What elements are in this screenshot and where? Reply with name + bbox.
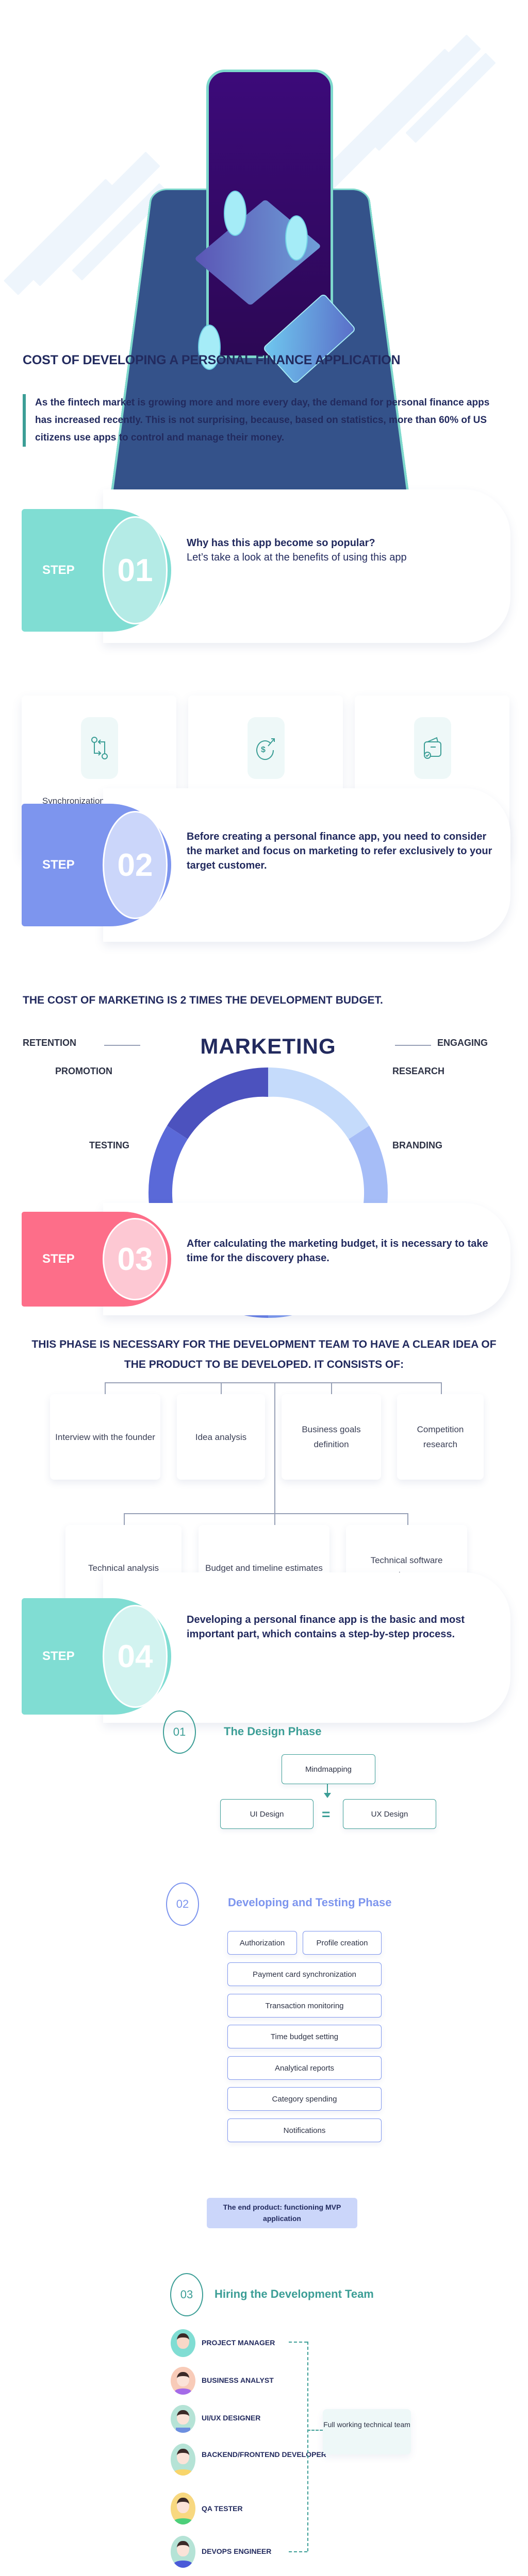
phase-title: Hiring the Development Team <box>214 2287 374 2300</box>
avatar-developer <box>171 2444 195 2476</box>
step-description: Let’s take a look at the benefits of usi… <box>187 552 407 563</box>
phase-number: 03 <box>170 2273 203 2316</box>
dev-item: Profile creation <box>303 1931 382 1955</box>
step-heading: Why has this app become so popular? <box>187 537 375 549</box>
coin-icon <box>285 215 308 261</box>
dev-item: Notifications <box>227 2119 382 2142</box>
arrow-right-icon <box>395 1045 431 1046</box>
discovery-item: Competition research <box>397 1394 484 1480</box>
discovery-item: Idea analysis <box>177 1394 265 1480</box>
role-label: BACKEND/FRONTEND DEVELOPER <box>202 2450 326 2459</box>
phase-title: Developing and Testing Phase <box>228 1896 392 1909</box>
label-branding: BRANDING <box>392 1140 442 1150</box>
step-description: After calculating the marketing budget, … <box>187 1238 488 1264</box>
phase-number: 02 <box>166 1883 199 1926</box>
step-number: 02 <box>103 811 168 919</box>
step-label: STEP <box>42 858 75 872</box>
marketing-center-label: MARKETING <box>200 1034 336 1058</box>
role-label: UI/UX DESIGNER <box>202 2414 261 2422</box>
dev-item: Category spending <box>227 2087 382 2111</box>
dev-item: Analytical reports <box>227 2056 382 2080</box>
hero-illustration <box>0 0 528 517</box>
role-label: BUSINESS ANALYST <box>202 2376 274 2384</box>
dev-item: Time budget setting <box>227 2025 382 2048</box>
step-description: Developing a personal finance app is the… <box>187 1614 465 1640</box>
intro-text: As the fintech market is growing more an… <box>23 394 507 447</box>
design-item-mindmapping: Mindmapping <box>282 1754 375 1784</box>
wallet-check-icon <box>414 717 451 779</box>
role-label: DEVOPS ENGINEER <box>202 2547 272 2555</box>
label-retention: RETENTION <box>23 1038 77 1048</box>
arrow-left-icon <box>104 1045 140 1046</box>
discovery-item: Interview with the founder <box>50 1394 160 1480</box>
design-item-ux: UX Design <box>343 1799 436 1829</box>
avatar-devops-engineer <box>171 2536 195 2568</box>
label-engaging: ENGAGING <box>437 1038 488 1048</box>
avatar-uiux-designer <box>171 2405 195 2433</box>
svg-text:$: $ <box>261 745 266 754</box>
avatar-project-manager <box>171 2329 195 2357</box>
sync-icon <box>81 717 118 779</box>
page-title: COST OF DEVELOPING A PERSONAL FINANCE AP… <box>23 353 401 367</box>
marketing-heading: THE COST OF MARKETING IS 2 TIMES THE DEV… <box>23 994 383 1006</box>
mvp-result: The end product: functioning MVP applica… <box>207 2198 357 2228</box>
phase-title: The Design Phase <box>224 1725 322 1738</box>
dev-item: Transaction monitoring <box>227 1994 382 2018</box>
step-label: STEP <box>42 563 75 577</box>
discovery-item: Business goals definition <box>282 1394 381 1480</box>
step-number: 01 <box>103 516 168 624</box>
budget-dollar-icon: $ <box>248 717 285 779</box>
avatar-business-analyst <box>171 2367 195 2395</box>
design-item-ui: UI Design <box>220 1799 314 1829</box>
avatar-qa-tester <box>171 2493 195 2524</box>
coin-icon <box>224 191 246 236</box>
arrow-down-icon <box>327 1784 328 1795</box>
label-research: RESEARCH <box>392 1066 445 1076</box>
dev-item: Payment card synchronization <box>227 1962 382 1986</box>
discovery-heading: THIS PHASE IS NECESSARY FOR THE DEVELOPM… <box>31 1338 497 1370</box>
step-number: 04 <box>103 1605 168 1708</box>
phase-number: 01 <box>163 1710 196 1754</box>
role-label: QA TESTER <box>202 2504 243 2513</box>
step-label: STEP <box>42 1649 75 1663</box>
step-description: Before creating a personal finance app, … <box>187 831 492 871</box>
label-testing: TESTING <box>89 1140 130 1150</box>
role-label: PROJECT MANAGER <box>202 2338 275 2347</box>
dev-item: Authorization <box>227 1931 297 1955</box>
team-summary: Full working technical team <box>323 2409 411 2454</box>
label-promotion: PROMOTION <box>55 1066 112 1076</box>
step-label: STEP <box>42 1252 75 1266</box>
coin-icon <box>198 325 221 370</box>
step-number: 03 <box>103 1218 168 1300</box>
equals-sign: = <box>322 1806 331 1822</box>
